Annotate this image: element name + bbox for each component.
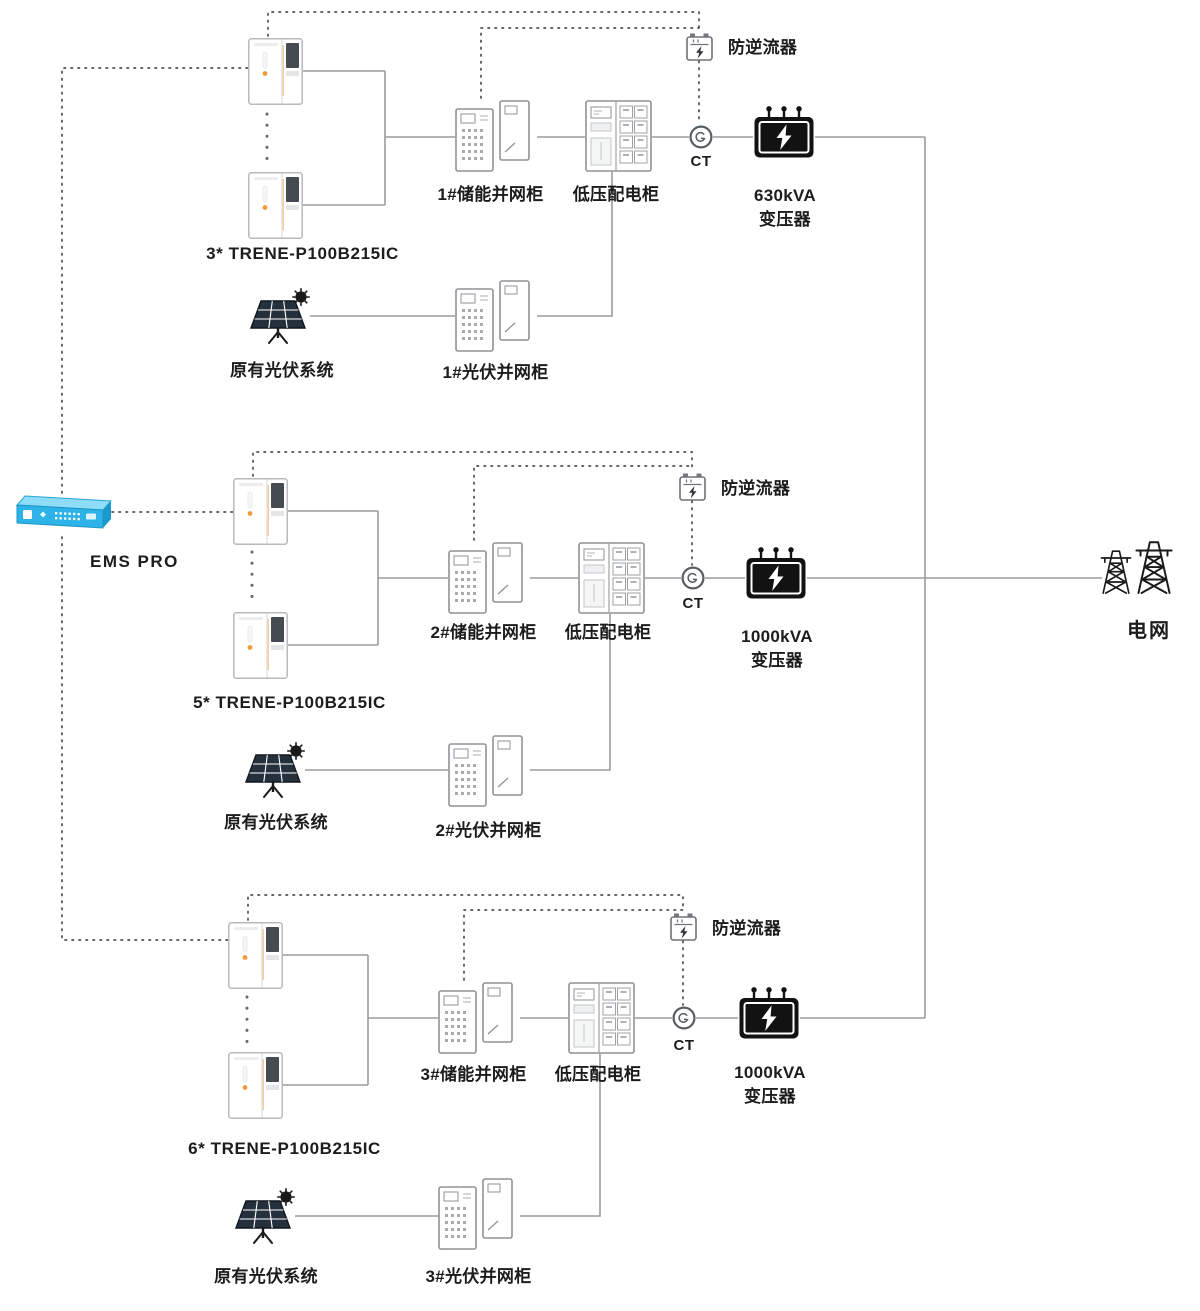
battery-cabinet-icon [228, 1052, 283, 1119]
ct-sensor-icon [681, 566, 705, 590]
transformer-label: 1000kVA 变压器 [716, 624, 838, 672]
storage-cabinet-label: 3#储能并网柜 [420, 1065, 527, 1084]
ct-label: CT [682, 595, 704, 612]
pv-system-icon [235, 1188, 296, 1245]
anti-backflow-device-icon [686, 33, 713, 61]
transformer-icon [738, 986, 800, 1040]
battery-group-label: 3* TRENE-P100B215IC [206, 244, 399, 263]
pv-system-label: 原有光伏系统 [214, 1267, 318, 1286]
battery-cabinet-icon [228, 922, 283, 989]
pv-cabinet-label: 3#光伏并网柜 [425, 1267, 532, 1286]
transformer-name: 变压器 [744, 1087, 796, 1107]
lv-distribution-cabinet-icon [568, 982, 635, 1054]
battery-cabinet-icon [233, 478, 288, 545]
pv-system-icon [250, 288, 311, 345]
storage-cabinet-label: 2#储能并网柜 [430, 623, 537, 642]
power-lines [283, 70, 1102, 1217]
anti-backflow-label: 防逆流器 [721, 479, 791, 498]
grid-tower-small-icon [1100, 550, 1132, 594]
lv-cabinet-label: 低压配电柜 [572, 185, 660, 204]
ems-label: EMS PRO [90, 552, 179, 571]
pv-system-label: 原有光伏系统 [230, 361, 334, 380]
transformer-capacity: 630kVA [754, 186, 816, 205]
ct-sensor-icon [689, 125, 713, 149]
battery-group-label: 5* TRENE-P100B215IC [193, 693, 386, 712]
anti-backflow-device-icon [670, 913, 697, 941]
lv-cabinet-label: 低压配电柜 [554, 1065, 642, 1084]
pv-system-label: 原有光伏系统 [224, 813, 328, 832]
battery-cabinet-icon [248, 38, 303, 105]
storage-grid-cabinet-icon [455, 100, 530, 172]
transformer-label: 1000kVA 变压器 [708, 1060, 832, 1108]
ellipsis-dots [245, 112, 269, 1049]
transformer-name: 变压器 [759, 210, 811, 230]
lv-cabinet-label: 低压配电柜 [564, 623, 652, 642]
anti-backflow-label: 防逆流器 [728, 38, 798, 57]
pv-grid-cabinet-icon [438, 1178, 513, 1250]
anti-backflow-label: 防逆流器 [712, 919, 782, 938]
transformer-capacity: 1000kVA [734, 1063, 806, 1082]
storage-grid-cabinet-icon [448, 542, 523, 614]
battery-cabinet-icon [233, 612, 288, 679]
comm-lines [61, 11, 700, 1006]
battery-cabinet-icon [248, 172, 303, 239]
ct-label: CT [673, 1037, 695, 1054]
lv-distribution-cabinet-icon [578, 542, 645, 614]
battery-group-label: 6* TRENE-P100B215IC [188, 1139, 381, 1158]
storage-cabinet-label: 1#储能并网柜 [437, 185, 544, 204]
grid-tower-large-icon [1135, 541, 1173, 594]
anti-backflow-device-icon [679, 473, 706, 501]
ems-device-icon [16, 495, 112, 529]
grid-label: 电网 [1127, 620, 1171, 642]
pv-cabinet-label: 1#光伏并网柜 [442, 363, 549, 382]
ct-sensor-icon [672, 1006, 696, 1030]
pv-grid-cabinet-icon [448, 735, 523, 807]
grid-tower-icon [1100, 541, 1173, 594]
ct-label: CT [690, 153, 712, 170]
pv-cabinet-label: 2#光伏并网柜 [435, 821, 542, 840]
transformer-capacity: 1000kVA [741, 627, 813, 646]
pv-system-icon [245, 742, 306, 799]
transformer-label: 630kVA 变压器 [724, 183, 846, 231]
storage-grid-cabinet-icon [438, 982, 513, 1054]
lv-distribution-cabinet-icon [585, 100, 652, 172]
transformer-icon [745, 546, 807, 600]
pv-grid-cabinet-icon [455, 280, 530, 352]
transformer-icon [753, 105, 815, 159]
transformer-name: 变压器 [751, 651, 803, 671]
